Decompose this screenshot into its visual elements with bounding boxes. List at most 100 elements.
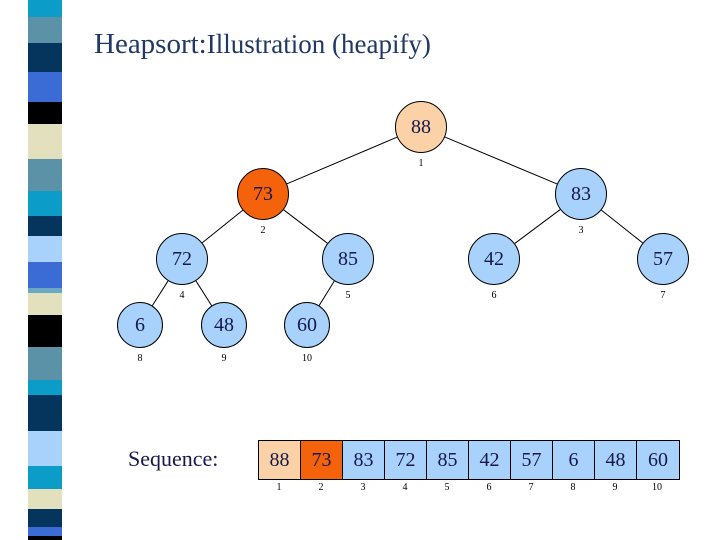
tree-edge bbox=[151, 280, 169, 306]
tree-node-index: 9 bbox=[221, 353, 227, 364]
tree-node-value: 73 bbox=[253, 182, 273, 205]
sequence-cell[interactable]: 73 bbox=[301, 441, 343, 479]
sequence-cell-value: 48 bbox=[605, 448, 626, 471]
tree-node[interactable]: 6 bbox=[117, 302, 163, 348]
sequence-cell-index: 2 bbox=[318, 482, 324, 493]
page-title-rest: Illustration (heapify) bbox=[206, 29, 431, 59]
decorative-band bbox=[28, 527, 62, 536]
tree-edge bbox=[201, 209, 244, 244]
tree-node-index: 10 bbox=[302, 353, 312, 364]
tree-node-value: 72 bbox=[172, 247, 192, 270]
sequence-index-row: 1 2 3 4 5 6 7 8 9 10 bbox=[258, 482, 678, 493]
tree-node-value: 83 bbox=[571, 182, 591, 205]
decorative-band bbox=[28, 124, 62, 159]
page-title-strong: Heapsort: bbox=[94, 28, 207, 60]
sequence-label: Sequence: bbox=[128, 446, 219, 471]
decorative-band bbox=[28, 315, 62, 347]
page-title: Heapsort:Illustration (heapify) bbox=[94, 28, 654, 61]
tree-node-value: 48 bbox=[214, 313, 234, 336]
sequence-cell-index: 4 bbox=[402, 482, 408, 493]
tree-node-value: 85 bbox=[338, 247, 358, 270]
tree-node[interactable]: 73 bbox=[237, 168, 289, 220]
decorative-band bbox=[28, 43, 62, 72]
tree-node[interactable]: 88 bbox=[395, 101, 447, 153]
tree-node-index: 6 bbox=[491, 290, 497, 301]
tree-edge bbox=[318, 280, 335, 306]
tree-node-index: 8 bbox=[137, 353, 143, 364]
decorative-band bbox=[28, 293, 62, 315]
decorative-band bbox=[28, 159, 62, 191]
sequence-cell-value: 88 bbox=[269, 448, 290, 471]
sequence-cell-value: 57 bbox=[521, 448, 542, 471]
decorative-band bbox=[28, 72, 62, 102]
tree-node[interactable]: 60 bbox=[284, 302, 330, 348]
tree-node-value: 6 bbox=[135, 313, 145, 336]
tree-edge bbox=[444, 136, 558, 185]
decorative-band bbox=[28, 489, 62, 509]
decorative-band bbox=[28, 431, 62, 466]
tree-node[interactable]: 57 bbox=[637, 233, 689, 285]
tree-node-index: 2 bbox=[260, 225, 266, 236]
sequence-cell-value: 85 bbox=[437, 448, 458, 471]
sequence-cell-index: 1 bbox=[276, 482, 282, 493]
decorative-band bbox=[28, 262, 62, 288]
sequence-cell-index: 3 bbox=[360, 482, 366, 493]
tree-edge bbox=[195, 280, 213, 306]
sequence-cell-index: 9 bbox=[612, 482, 618, 493]
sequence-cell[interactable]: 72 bbox=[385, 441, 427, 479]
tree-node[interactable]: 85 bbox=[322, 233, 374, 285]
decorative-band bbox=[28, 509, 62, 527]
sequence-array: 88 73 83 72 85 42 57 6 48 60 bbox=[258, 440, 680, 480]
decorative-band bbox=[28, 236, 62, 262]
tree-node[interactable]: 48 bbox=[201, 302, 247, 348]
tree-node-index: 1 bbox=[418, 158, 424, 169]
decorative-band bbox=[28, 0, 62, 17]
sequence-cell[interactable]: 42 bbox=[469, 441, 511, 479]
decorative-band bbox=[28, 347, 62, 380]
tree-node-value: 60 bbox=[297, 313, 317, 336]
tree-node[interactable]: 72 bbox=[156, 233, 208, 285]
sequence-cell-value: 73 bbox=[311, 448, 332, 471]
sequence-cell[interactable]: 6 bbox=[553, 441, 595, 479]
tree-edge bbox=[283, 209, 328, 244]
tree-node-index: 5 bbox=[345, 290, 351, 301]
sequence-cell[interactable]: 48 bbox=[595, 441, 637, 479]
decorative-band bbox=[28, 216, 62, 236]
decorative-band bbox=[28, 536, 62, 540]
sequence-cell-index: 7 bbox=[528, 482, 534, 493]
sequence-cell[interactable]: 60 bbox=[637, 441, 679, 479]
sequence-cell-value: 72 bbox=[395, 448, 416, 471]
sequence-cell-value: 60 bbox=[648, 448, 668, 471]
tree-node[interactable]: 42 bbox=[468, 233, 520, 285]
sequence-cell[interactable]: 57 bbox=[511, 441, 553, 479]
decorative-stripe bbox=[28, 0, 62, 540]
decorative-band bbox=[28, 191, 62, 216]
decorative-band bbox=[28, 17, 62, 43]
decorative-band bbox=[28, 288, 62, 293]
sequence-cell-value: 6 bbox=[568, 448, 579, 471]
tree-node-value: 42 bbox=[484, 247, 504, 270]
tree-edge bbox=[601, 209, 643, 244]
tree-edge-lines bbox=[151, 136, 643, 306]
decorative-band bbox=[28, 395, 62, 431]
sequence-cell-index: 10 bbox=[652, 482, 662, 493]
sequence-cell-value: 42 bbox=[479, 448, 500, 471]
sequence-cell-index: 5 bbox=[444, 482, 450, 493]
sequence-cell[interactable]: 85 bbox=[427, 441, 469, 479]
tree-node-index: 3 bbox=[578, 225, 584, 236]
tree-edge bbox=[286, 136, 398, 185]
tree-node-index: 4 bbox=[179, 290, 185, 301]
sequence-cell-index: 6 bbox=[486, 482, 492, 493]
heap-tree: 88 1 73 2 83 3 72 4 85 5 42 6 57 7 6 8 48 9 60 10 bbox=[117, 101, 689, 364]
sequence-cell[interactable]: 83 bbox=[343, 441, 385, 479]
sequence-cell[interactable]: 88 bbox=[259, 441, 301, 479]
decorative-band bbox=[28, 380, 62, 395]
tree-node-index: 7 bbox=[660, 290, 666, 301]
sequence-cell-index: 8 bbox=[570, 482, 576, 493]
tree-node-value: 88 bbox=[411, 115, 431, 138]
tree-node[interactable]: 83 bbox=[555, 168, 607, 220]
tree-node-value: 57 bbox=[653, 247, 673, 270]
tree-edge bbox=[514, 209, 561, 244]
decorative-band bbox=[28, 102, 62, 124]
